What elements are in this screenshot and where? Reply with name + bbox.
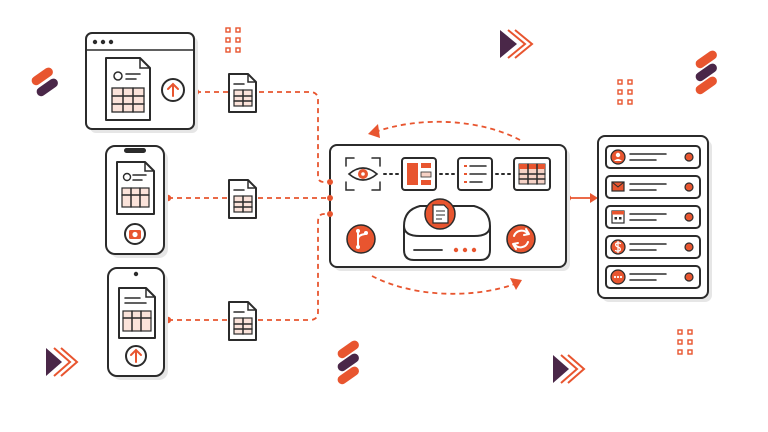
decor-dot-grid-right-icon bbox=[617, 79, 633, 105]
upload-arrow-icon bbox=[161, 78, 185, 102]
calendar-icon bbox=[611, 210, 625, 224]
record-row bbox=[605, 145, 701, 169]
record-row bbox=[605, 175, 701, 199]
mail-icon bbox=[611, 181, 625, 192]
decor-chevrons-top-icon bbox=[500, 29, 534, 59]
form-layout-icon bbox=[401, 157, 437, 191]
record-row bbox=[605, 265, 701, 289]
branch-icon bbox=[346, 224, 376, 254]
source-phone-upload bbox=[107, 267, 168, 380]
output-records-panel bbox=[597, 135, 712, 302]
eye-icon bbox=[345, 157, 381, 191]
server-box-icon bbox=[402, 198, 492, 261]
record-row bbox=[605, 235, 701, 259]
decor-chevrons-left-icon bbox=[46, 347, 79, 377]
connector-top bbox=[192, 88, 330, 183]
checklist-icon bbox=[457, 157, 493, 191]
cycle-arrow-bottom-icon bbox=[371, 275, 522, 295]
decor-dot-grid-bottom-icon bbox=[677, 329, 693, 355]
camera-icon bbox=[124, 223, 146, 245]
source-phone-camera bbox=[105, 145, 168, 258]
decor-stripe-right-icon bbox=[695, 50, 717, 95]
document-icon bbox=[116, 161, 155, 215]
processing-hub bbox=[327, 144, 570, 271]
record-row bbox=[605, 205, 701, 229]
table-icon bbox=[513, 157, 551, 191]
decor-stripe-left-icon bbox=[31, 67, 58, 97]
more-icon bbox=[610, 269, 626, 285]
cycle-arrow-top-icon bbox=[368, 120, 521, 141]
upload-arrow-icon bbox=[125, 345, 147, 367]
decor-dot-grid-top-icon bbox=[225, 27, 241, 53]
file-spreadsheet-icon bbox=[228, 73, 257, 113]
user-icon bbox=[610, 149, 626, 165]
spreadsheet-icon bbox=[111, 87, 145, 113]
decor-stripe-bottom-icon bbox=[337, 340, 359, 385]
file-spreadsheet-icon bbox=[228, 179, 257, 219]
source-browser-window bbox=[85, 32, 198, 133]
file-spreadsheet-icon bbox=[228, 301, 257, 341]
document-icon bbox=[105, 57, 151, 121]
document-icon bbox=[118, 287, 156, 339]
sync-icon bbox=[506, 224, 536, 254]
dollar-icon bbox=[610, 239, 626, 255]
decor-chevrons-bottom-icon bbox=[553, 354, 586, 384]
